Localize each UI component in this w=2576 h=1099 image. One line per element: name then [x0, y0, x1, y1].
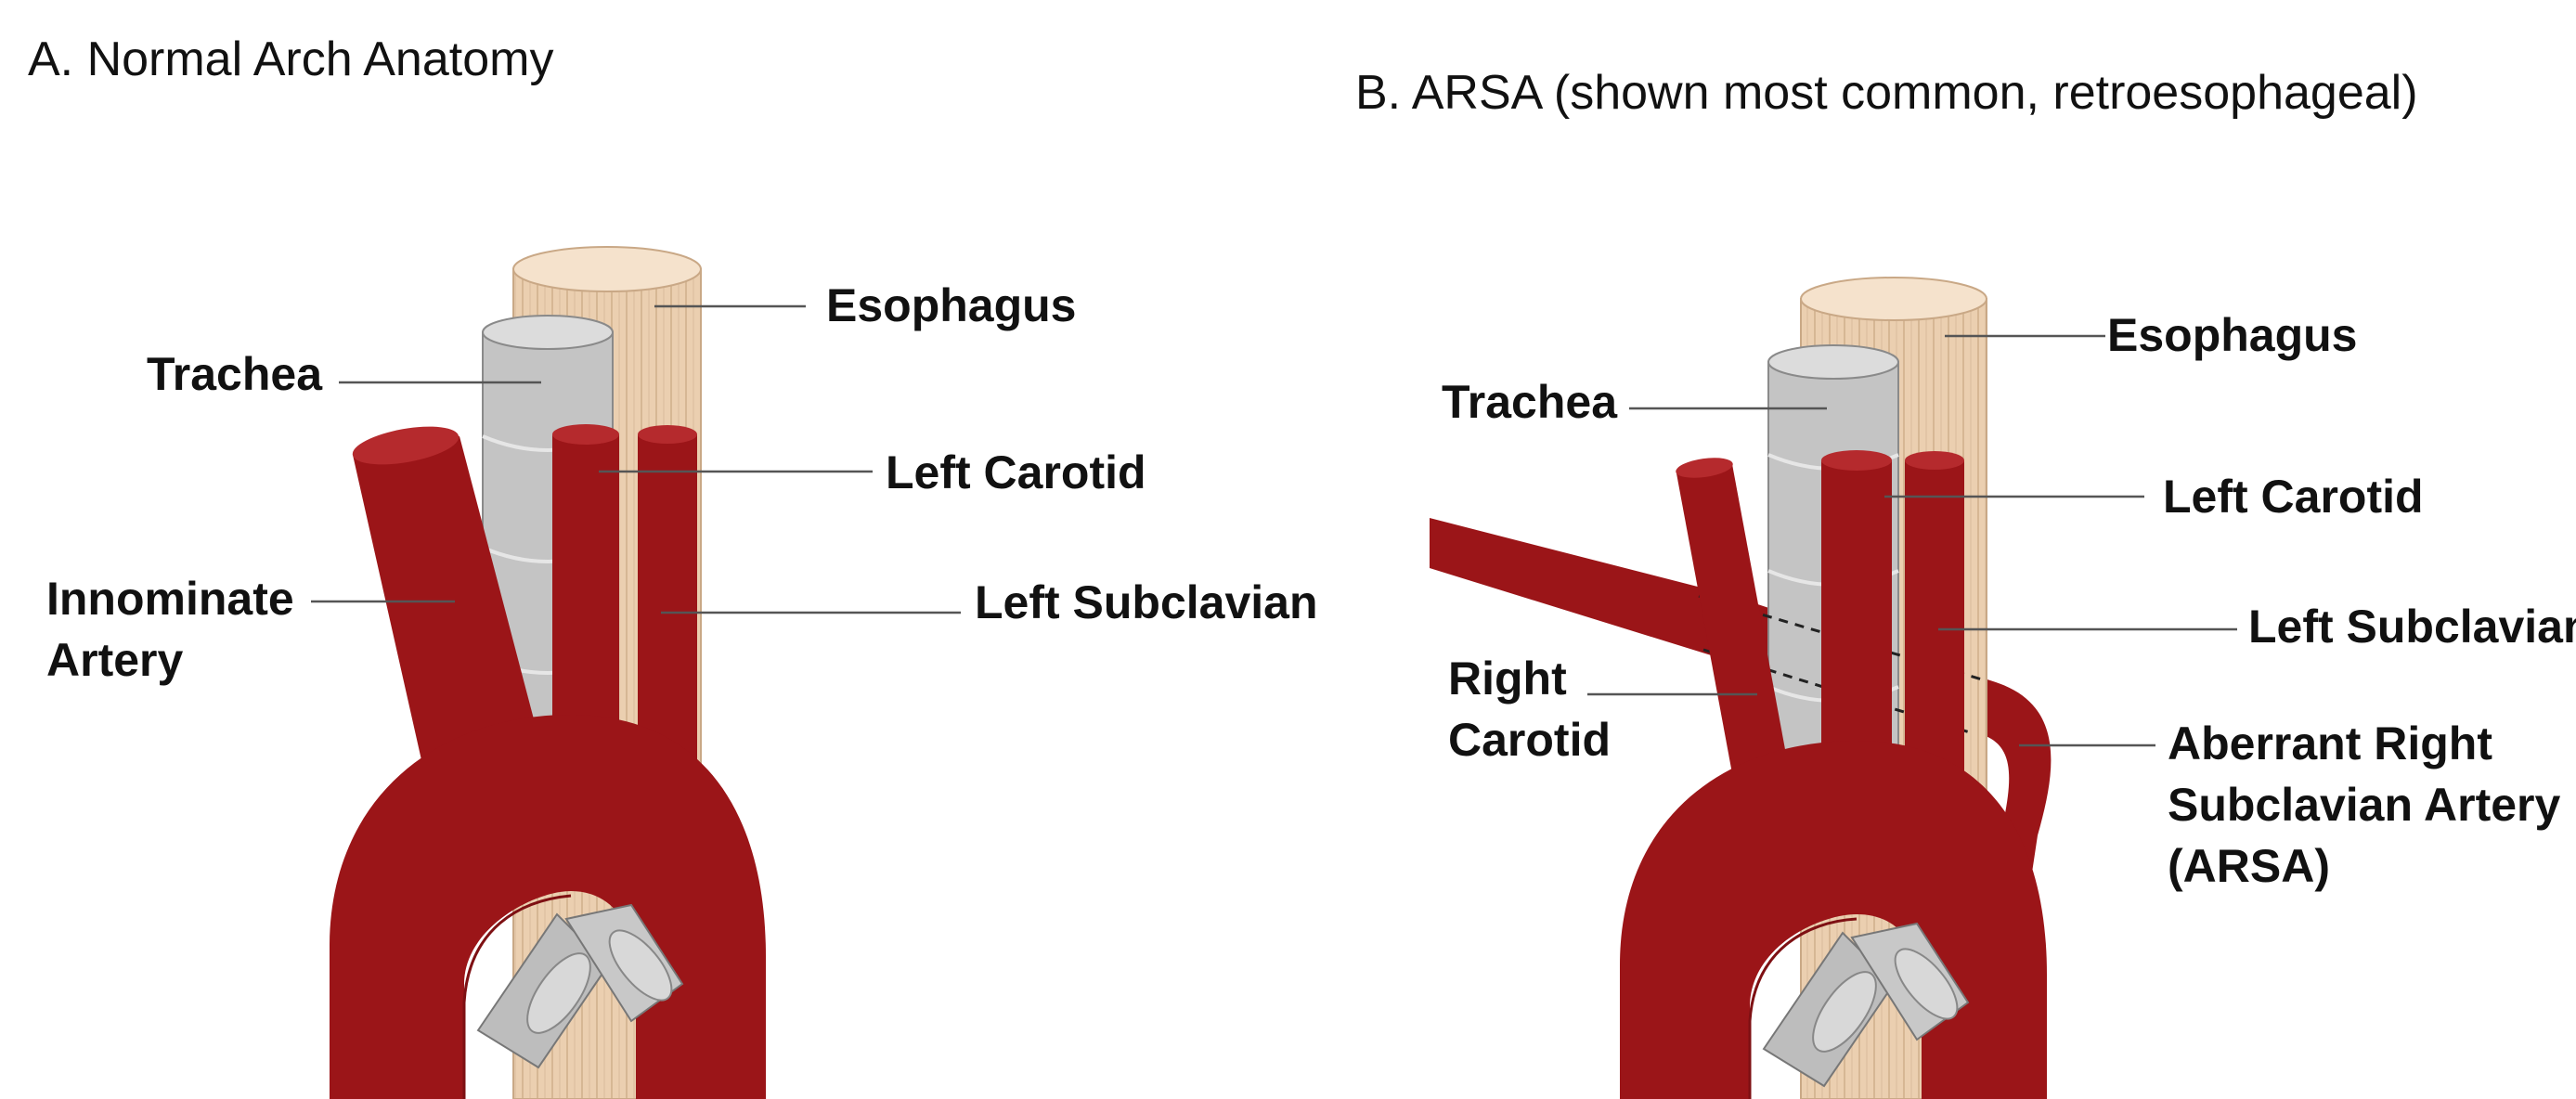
panel-a-drawing — [311, 247, 961, 1099]
label-left-carotid-a: Left Carotid — [886, 442, 1146, 503]
label-esophagus-b: Esophagus — [2107, 304, 2357, 366]
label-left-subclavian-b: Left Subclavian — [2248, 596, 2576, 657]
label-right-carotid-b: Right Carotid — [1448, 648, 1611, 770]
panel-b-title: B. ARSA (shown most common, retroesophag… — [1355, 65, 2418, 121]
label-arsa-line2: Subclavian Artery — [2168, 774, 2560, 835]
label-innominate-artery-a: Innominate Artery — [46, 568, 294, 691]
label-arsa-b: Aberrant Right Subclavian Artery (ARSA) — [2168, 713, 2560, 897]
label-left-carotid-b: Left Carotid — [2163, 466, 2424, 527]
label-esophagus-a: Esophagus — [826, 275, 1076, 336]
label-innominate-line1: Innominate — [46, 568, 294, 629]
label-arsa-line3: (ARSA) — [2168, 835, 2560, 897]
label-right-carotid-line1: Right — [1448, 648, 1611, 709]
label-trachea-b: Trachea — [1442, 371, 1617, 433]
label-right-carotid-line2: Carotid — [1448, 709, 1611, 770]
label-innominate-line2: Artery — [46, 629, 294, 691]
label-left-subclavian-a: Left Subclavian — [975, 572, 1318, 633]
panel-a-title: A. Normal Arch Anatomy — [28, 32, 553, 87]
label-arsa-line1: Aberrant Right — [2168, 713, 2560, 774]
label-trachea-a: Trachea — [147, 343, 322, 405]
